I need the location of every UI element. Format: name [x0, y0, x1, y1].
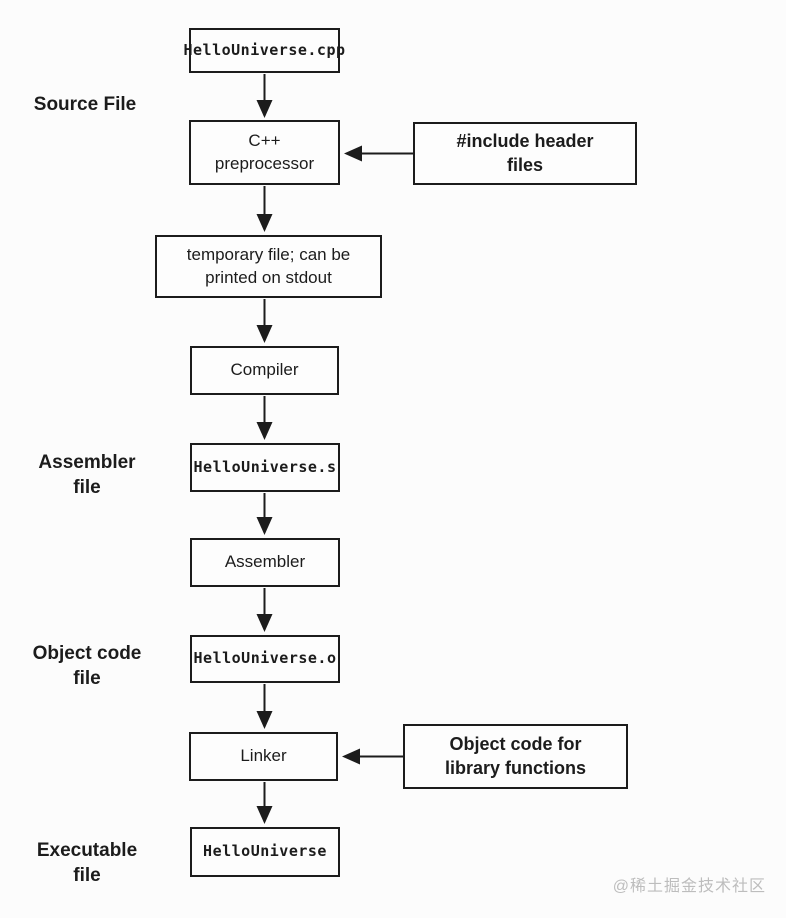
- stage-label-source-file: Source File: [33, 94, 137, 115]
- node-executable-file-label: HelloUniverse: [203, 842, 327, 861]
- node-source-file: HelloUniverse.cpp: [183, 28, 345, 73]
- node-assembler: Assembler: [190, 538, 340, 587]
- watermark-text: @稀土掘金技术社区: [612, 878, 766, 895]
- node-include-headers: #include header files: [413, 122, 637, 185]
- node-preprocessor-label: C++ preprocessor: [214, 131, 315, 173]
- node-executable-file: HelloUniverse: [190, 827, 340, 877]
- node-include-headers-label: #include header files: [456, 131, 594, 175]
- stage-label-object-code-file: Object code file: [32, 643, 142, 689]
- node-library-object-code-label: Object code for library functions: [444, 734, 587, 778]
- node-object-file-label: HelloUniverse.o: [193, 649, 337, 668]
- node-source-file-label: HelloUniverse.cpp: [183, 40, 346, 59]
- stage-label-executable-file: Executable file: [36, 840, 138, 886]
- node-preprocessor: C++ preprocessor: [189, 120, 340, 185]
- node-linker-label: Linker: [240, 746, 287, 766]
- node-assembler-file-label: HelloUniverse.s: [193, 457, 337, 476]
- node-temp-file: temporary file; can be printed on stdout: [155, 235, 382, 298]
- node-assembler-file: HelloUniverse.s: [190, 443, 340, 492]
- node-assembler-label: Assembler: [224, 552, 306, 572]
- node-object-file: HelloUniverse.o: [190, 635, 340, 683]
- node-linker: Linker: [189, 732, 338, 781]
- node-compiler-label: Compiler: [230, 360, 299, 380]
- node-temp-file-label: temporary file; can be printed on stdout: [186, 245, 351, 287]
- node-compiler: Compiler: [190, 346, 339, 395]
- stage-label-assembler-file: Assembler file: [38, 452, 136, 498]
- node-library-object-code: Object code for library functions: [403, 724, 628, 789]
